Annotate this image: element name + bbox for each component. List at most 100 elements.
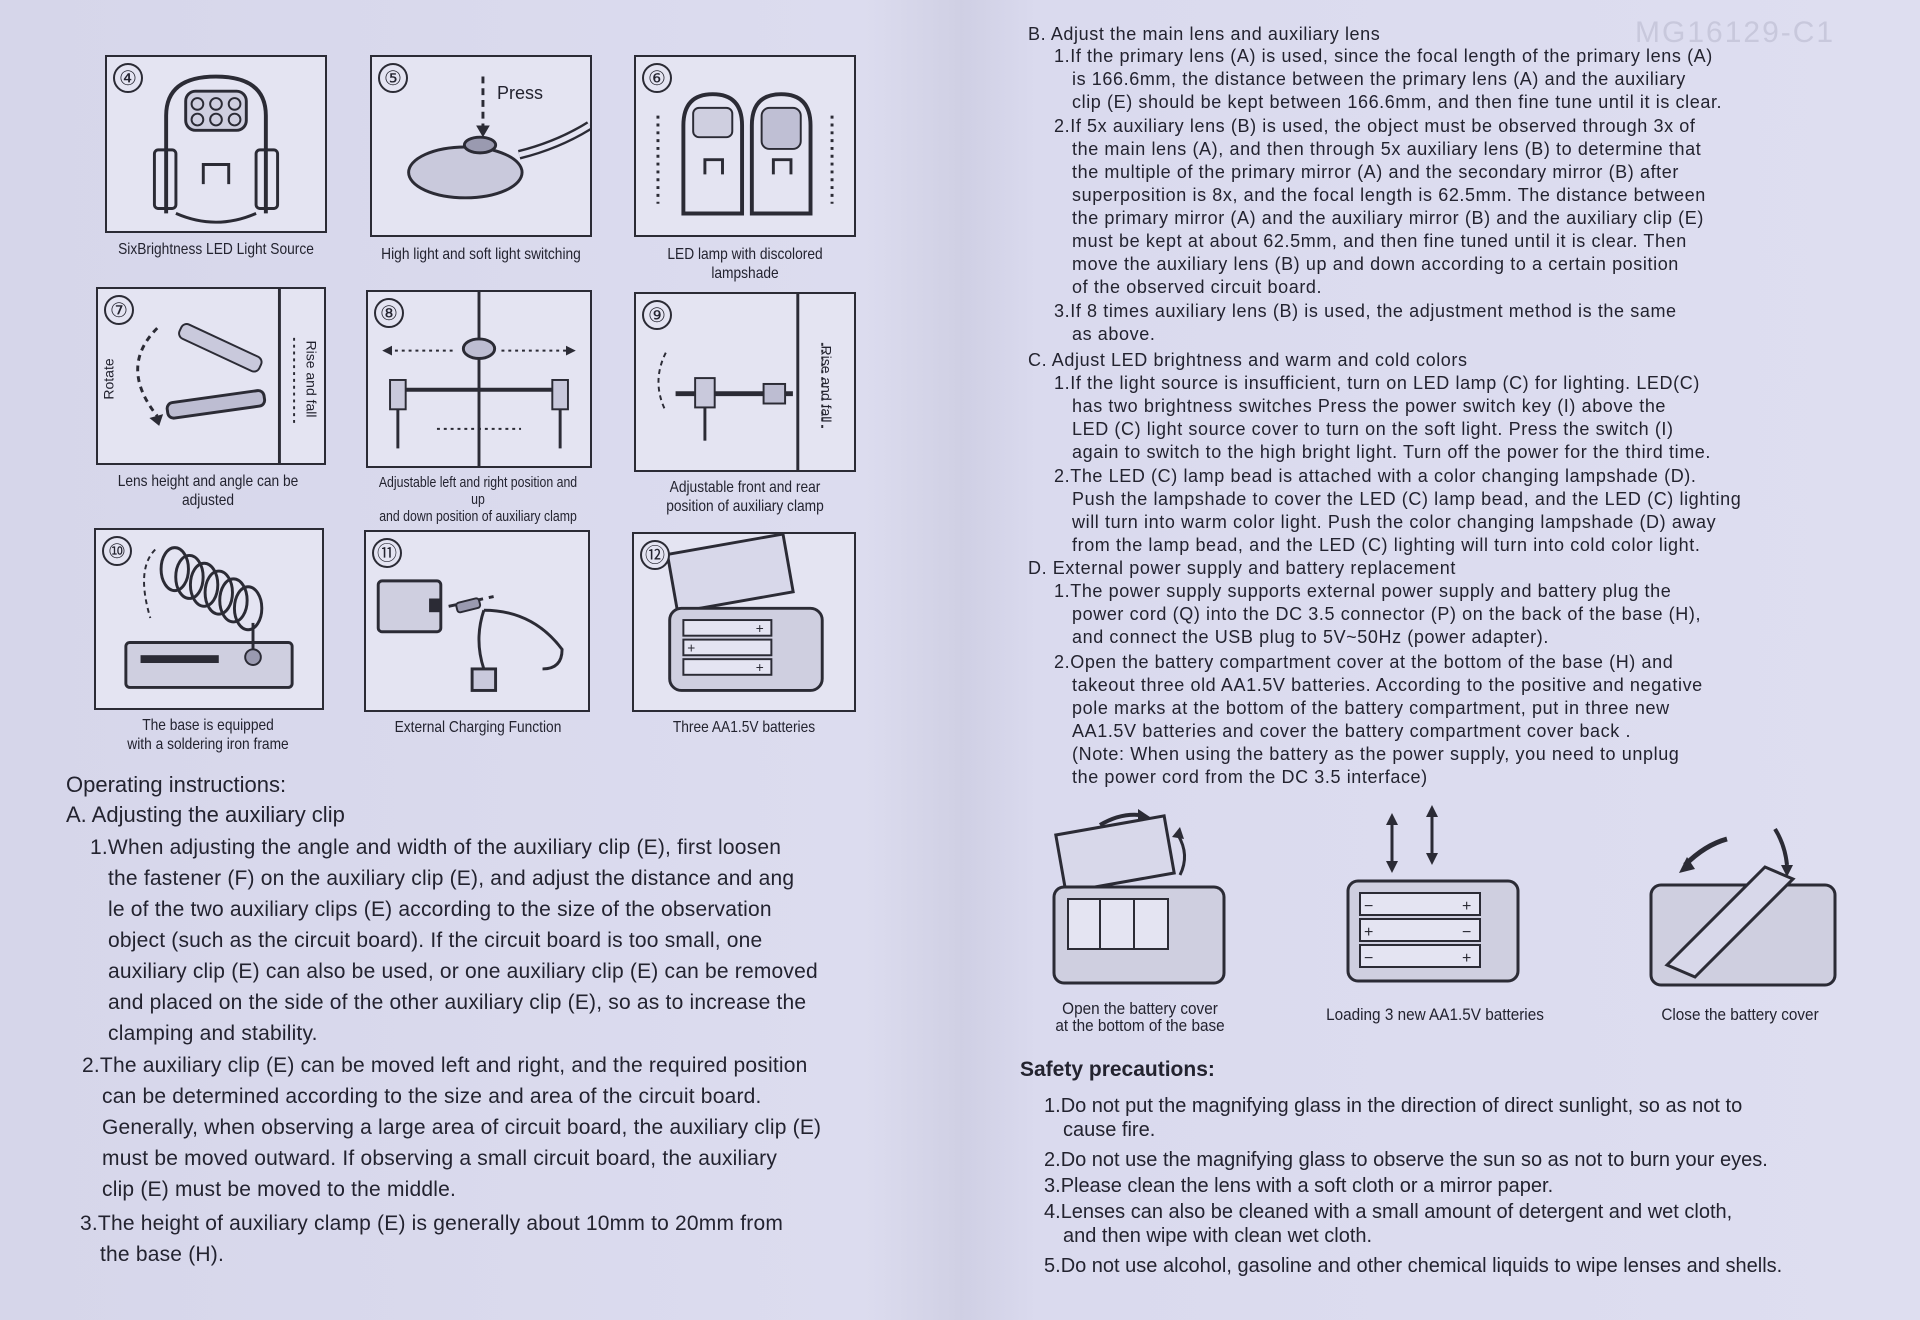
text-line: can be determined according to the size … bbox=[102, 1085, 762, 1108]
figure-10-caption-line2: with a soldering iron frame bbox=[127, 736, 289, 753]
safety-item-1: 1.Do not put the magnifying glass in the… bbox=[1044, 1094, 1904, 1142]
battery-step-open bbox=[1050, 805, 1240, 985]
caption-line: at the bottom of the base bbox=[1055, 1016, 1225, 1035]
instruction-d1: 1.The power supply supports external pow… bbox=[1054, 580, 1884, 649]
instruction-c1: 1.If the light source is insufficient, t… bbox=[1054, 372, 1884, 464]
text-line: LED (C) light source cover to turn on th… bbox=[1072, 419, 1674, 439]
item-number: 2. bbox=[1054, 466, 1071, 486]
safety-item-2: 2.Do not use the magnifying glass to obs… bbox=[1044, 1148, 1904, 1172]
text-line: the base (H). bbox=[100, 1243, 224, 1266]
safety-item-3: 3.Please clean the lens with a soft clot… bbox=[1044, 1174, 1904, 1198]
battery-step-open-caption: Open the battery cover at the bottom of … bbox=[1032, 1000, 1248, 1034]
instruction-a1: 1.When adjusting the angle and width of … bbox=[90, 832, 890, 1049]
text-line: Open the battery compartment cover at th… bbox=[1070, 652, 1674, 672]
safety-heading: Safety precautions: bbox=[1020, 1058, 1215, 1081]
text-line: and connect the USB plug to 5V~50Hz (pow… bbox=[1072, 627, 1549, 647]
text-line: pole marks at the bottom of the battery … bbox=[1072, 698, 1670, 718]
text-line: as above. bbox=[1072, 324, 1156, 344]
item-number: 4. bbox=[1044, 1201, 1061, 1223]
safety-item-4: 4.Lenses can also be cleaned with a smal… bbox=[1044, 1200, 1904, 1248]
figure-number: ⑪ bbox=[372, 538, 402, 568]
instruction-b1: 1.If the primary lens (A) is used, since… bbox=[1054, 45, 1884, 114]
item-number: 1. bbox=[1054, 581, 1071, 601]
figure-9-caption: Adjustable front and rear position of au… bbox=[633, 478, 857, 516]
caption-line: Loading 3 new AA1.5V batteries bbox=[1326, 1005, 1544, 1024]
text-line: takeout three old AA1.5V batteries. Acco… bbox=[1072, 675, 1703, 695]
figure-10: ⑩ bbox=[94, 528, 324, 710]
text-line: superposition is 8x, and the focal lengt… bbox=[1072, 185, 1706, 205]
figure-7-caption: Lens height and angle can be adjusted bbox=[117, 473, 299, 509]
text-line: If 8 times auxiliary lens (B) is used, t… bbox=[1070, 301, 1677, 321]
text-line: the primary mirror (A) and the auxiliary… bbox=[1072, 208, 1704, 228]
figure-9-caption-line2: position of auxiliary clamp bbox=[666, 498, 824, 515]
figure-12-caption: Three AA1.5V batteries bbox=[672, 719, 816, 736]
item-number: 1. bbox=[1054, 46, 1071, 66]
battery-step-load-caption: Loading 3 new AA1.5V batteries bbox=[1305, 1006, 1566, 1023]
text-line: Do not put the magnifying glass in the d… bbox=[1060, 1095, 1743, 1117]
text-line: If the light source is insufficient, tur… bbox=[1070, 373, 1700, 393]
item-number: 1. bbox=[90, 836, 108, 859]
figure-5-caption: High light and soft light switching bbox=[381, 246, 581, 263]
text-line: If 5x auxiliary lens (B) is used, the ob… bbox=[1070, 116, 1696, 136]
text-line: The power supply supports external power… bbox=[1070, 581, 1672, 601]
battery-step-close-caption: Close the battery cover bbox=[1623, 1006, 1857, 1023]
svg-text:+: + bbox=[687, 640, 695, 655]
section-b-heading: B. Adjust the main lens and auxiliary le… bbox=[1028, 24, 1381, 44]
switch-press-illustration bbox=[407, 76, 590, 200]
svg-text:+: + bbox=[1462, 898, 1471, 915]
instruction-a2: 2.The auxiliary clip (E) can be moved le… bbox=[82, 1050, 892, 1205]
svg-text:−: − bbox=[1364, 898, 1373, 915]
item-number: 2. bbox=[82, 1054, 100, 1077]
figure-6: ⑥ bbox=[634, 55, 856, 237]
svg-text:+: + bbox=[756, 660, 764, 675]
figure-11: ⑪ bbox=[364, 530, 590, 712]
text-line: must be kept at about 62.5mm, and then f… bbox=[1072, 231, 1687, 251]
item-number: 2. bbox=[1044, 1149, 1061, 1171]
figure-number: ⑫ bbox=[640, 540, 670, 570]
rise-fall-label: Rise and fall bbox=[303, 340, 320, 418]
led-lampshade-illustration bbox=[656, 92, 834, 216]
item-number: 3. bbox=[1044, 1175, 1061, 1197]
item-number: 2. bbox=[1054, 116, 1071, 136]
figure-number: ④ bbox=[113, 63, 143, 93]
figure-4: ④ bbox=[105, 55, 327, 233]
auxiliary-clamp-lr-illustration bbox=[382, 292, 576, 466]
text-line: The auxiliary clip (E) can be moved left… bbox=[99, 1054, 808, 1077]
text-line: is 166.6mm, the distance between the pri… bbox=[1072, 69, 1686, 89]
text-line: Lenses can also be cleaned with a small … bbox=[1060, 1201, 1733, 1223]
text-line: will turn into warm color light. Push th… bbox=[1072, 512, 1717, 532]
led-light-source-illustration bbox=[152, 74, 280, 224]
text-line: the multiple of the primary mirror (A) a… bbox=[1072, 162, 1679, 182]
text-line: has two brightness switches Press the po… bbox=[1072, 396, 1667, 416]
text-line: The LED (C) lamp bead is attached with a… bbox=[1070, 466, 1697, 486]
figure-9: ⑨ Rise and fall bbox=[634, 292, 856, 472]
text-line: the fastener (F) on the auxiliary clip (… bbox=[108, 867, 795, 890]
figure-number: ⑧ bbox=[374, 298, 404, 328]
svg-text:+: + bbox=[1364, 924, 1373, 941]
text-line: cause fire. bbox=[1063, 1119, 1156, 1141]
item-number: 2. bbox=[1054, 652, 1071, 672]
figure-8-caption: Adjustable left and right position and u… bbox=[371, 474, 584, 525]
text-line: and placed on the side of the other auxi… bbox=[108, 991, 807, 1014]
section-d-heading: D. External power supply and battery rep… bbox=[1028, 558, 1457, 578]
text-line: If the primary lens (A) is used, since t… bbox=[1070, 46, 1713, 66]
figure-10-caption-line1: The base is equipped bbox=[142, 717, 274, 734]
text-line: Do not use the magnifying glass to obser… bbox=[1060, 1149, 1768, 1171]
safety-item-5: 5.Do not use alcohol, gasoline and other… bbox=[1044, 1254, 1904, 1278]
instruction-c2: 2.The LED (C) lamp bead is attached with… bbox=[1054, 465, 1884, 557]
figure-8: ⑧ bbox=[366, 290, 592, 468]
figure-number: ⑤ bbox=[378, 63, 408, 93]
auxiliary-clamp-fr-illustration bbox=[657, 294, 824, 470]
text-line: (Note: When using the battery as the pow… bbox=[1072, 744, 1680, 764]
instruction-a3: 3.The height of auxiliary clamp (E) is g… bbox=[80, 1208, 890, 1270]
text-line: clip (E) must be moved to the middle. bbox=[102, 1178, 457, 1201]
svg-text:−: − bbox=[1364, 950, 1373, 967]
text-line: clip (E) should be kept between 166.6mm,… bbox=[1072, 92, 1723, 112]
battery-step-close bbox=[1645, 815, 1845, 995]
item-number: 1. bbox=[1044, 1095, 1061, 1117]
text-line: Please clean the lens with a soft cloth … bbox=[1060, 1175, 1554, 1197]
page-watermark: MG16129-C1 bbox=[1635, 16, 1836, 49]
figure-11-caption: External Charging Function bbox=[394, 719, 562, 736]
svg-text:+: + bbox=[1462, 950, 1471, 967]
text-line: of the observed circuit board. bbox=[1072, 277, 1323, 297]
